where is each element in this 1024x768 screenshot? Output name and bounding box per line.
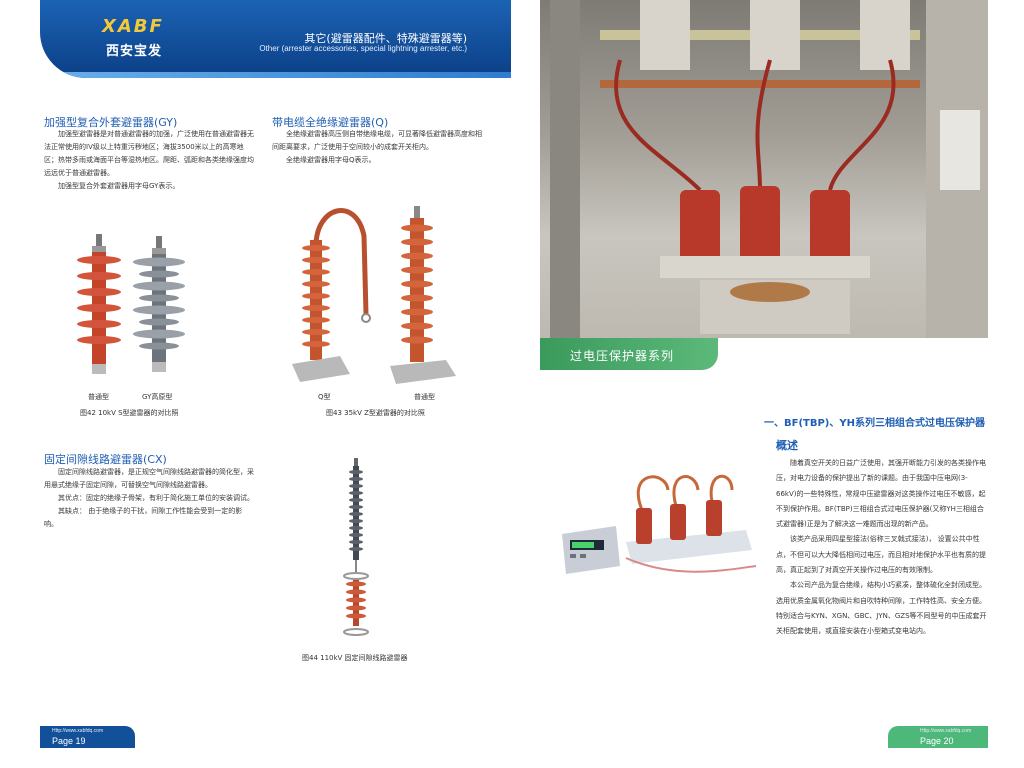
bf-section-title: 一、BF(TBP)、YH系列三相组合式过电压保护器 [764,418,985,429]
q-normal-arrester-image [390,206,456,384]
figure-44-caption: 图44 110kV 固定间隙线路避雷器 [302,654,408,662]
three-phase-protector-image [625,474,757,573]
q-label-q-type: Q型 [318,393,331,401]
gy-plateau-arrester-image [133,236,185,372]
line-gap-arrester-image [343,458,369,636]
page-number: Page 20 [920,736,954,746]
gy-description: 加强型避雷器是对普通避雷器的加强，广泛使用在普通避雷器无法正常使用的IV级以上特… [44,128,254,193]
switchgear-photo [540,0,988,338]
cx-arrester-photo [343,458,369,636]
q-paragraph: 全绝缘避雷器高压侧自带绝缘电缆，可显著降低避雷器高度和相间距离要求，广泛使用于空… [272,130,482,151]
gy-comparison-photo [77,234,185,374]
bf-paragraph: 随着真空开关的日益广泛使用，其强开断能力引发的各类操作电压，对电力设备的保护提出… [776,459,986,529]
cx-description: 固定间隙线路避雷器，是正规空气间隙线路避雷器的简化型，采用悬式绝缘子固定间隙，可… [44,466,254,531]
bf-paragraph: 该类产品采用四星型接法(俗称三叉戟式接法)， 设置公共中性点，不但可以大大降低相… [776,535,986,575]
bf-description: 随着真空开关的日益广泛使用，其强开断能力引发的各类操作电压，对电力设备的保护提出… [776,456,988,640]
q-label-normal: 普通型 [414,393,435,401]
gy-paragraph: 加强型复合外套避雷器用字母GY表示。 [58,182,180,190]
figure-43-caption: 图43 35kV Z型避雷器的对比照 [326,409,425,417]
footer-left: Http://www.xabfdq.com Page 19 [40,726,135,748]
footer-url[interactable]: Http://www.xabfdq.com [52,728,104,734]
page-title: 其它(避雷器配件、特殊避雷器等) [304,32,467,45]
page-header: XABF 西安宝发 其它(避雷器配件、特殊避雷器等) Other (arrest… [40,0,511,78]
q-section-title: 带电缆全绝缘避雷器(Q) [272,116,389,129]
cx-paragraph: 其缺点： 由于绝缘子的干扰，间隙工作性能会受到一定的影响。 [44,507,243,528]
q-description: 全绝缘避雷器高压侧自带绝缘电缆，可显著降低避雷器高度和相间距离要求，广泛使用于空… [272,128,482,167]
product-series-label: 过电压保护器系列 [570,349,675,363]
footer-url[interactable]: Http://www.xabfdq.com [920,728,972,734]
q-type-arrester-image [292,208,371,382]
gy-label-normal: 普通型 [88,393,109,401]
bf-paragraph: 本公司产品为复合绝缘，结构小巧紧凑，整体硫化全封闭成型。选用优质金属氧化物阀片和… [776,581,987,636]
company-name: 西安宝发 [106,44,163,59]
protector-product-photo [562,474,757,574]
cx-section-title: 固定间隙线路避雷器(CX) [44,453,167,466]
overview-heading: 概述 [776,439,798,452]
cx-paragraph: 固定间隙线路避雷器，是正规空气间隙线路避雷器的简化型，采用悬式绝缘子固定间隙，可… [44,468,254,489]
gy-section-title: 加强型复合外套避雷器(GY) [44,116,178,129]
figure-42-caption: 图42 10kV S型避雷器的对比照 [80,409,179,417]
footer-right: Http://www.xabfdq.com Page 20 [888,726,988,748]
product-series-tab: 过电压保护器系列 [540,338,718,370]
q-comparison-photo [292,206,456,384]
company-logo: XABF [102,16,164,37]
normal-arrester-image [77,234,121,374]
page-subtitle: Other (arrester accessories, special lig… [259,44,467,53]
page-number: Page 19 [52,736,86,746]
gy-label-plateau: GY高原型 [142,393,173,401]
cx-paragraph: 其优点：固定的绝缘子骨架，有利于简化施工单位的安装调试。 [58,494,254,502]
digital-monitor-image [562,526,620,574]
gy-paragraph: 加强型避雷器是对普通避雷器的加强，广泛使用在普通避雷器无法正常使用的IV级以上特… [44,130,254,177]
q-paragraph: 全绝缘避雷器用字母Q表示。 [286,156,376,164]
